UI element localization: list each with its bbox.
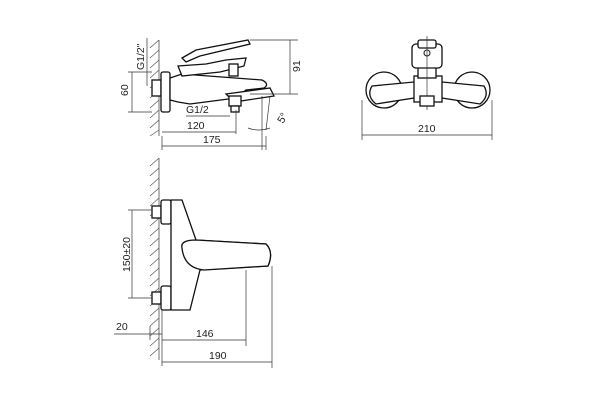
front-spout-outlet	[419, 95, 435, 107]
dim-wall-20-label: 20	[116, 321, 128, 333]
top-view: 150±20 20 146 190	[114, 157, 273, 368]
dim-depth-146-label: 146	[196, 328, 214, 340]
cartridge-cap	[177, 57, 247, 77]
dim-height-91-label: 91	[291, 60, 303, 72]
outlet-nut	[230, 105, 240, 113]
side-view: G1/2" 60 G1/2 120 5° 175 91	[119, 38, 303, 150]
diverter-knob	[228, 63, 239, 77]
outlet-fitting	[228, 95, 242, 107]
top-connector-lower	[151, 291, 162, 305]
wall-hatch-top	[149, 157, 160, 360]
dim-depth-120-label: 120	[187, 120, 205, 132]
front-view: 210	[361, 36, 493, 140]
top-lever	[181, 239, 272, 271]
top-escutcheon-upper	[160, 199, 172, 225]
dim-thread-inlet-label: G1/2"	[135, 43, 147, 70]
dim-height-60-label: 60	[119, 84, 131, 96]
faucet-body	[169, 73, 268, 105]
handle-lever	[180, 39, 251, 63]
dim-angle-label: 5°	[275, 111, 290, 126]
dim-width-210-label: 210	[418, 123, 436, 135]
dim-depth-175-label: 175	[203, 134, 221, 146]
top-escutcheon-lower	[160, 285, 172, 311]
inlet-connector	[151, 79, 162, 97]
top-connector-upper	[151, 205, 162, 219]
dim-thread-outlet-label: G1/2	[186, 104, 209, 116]
escutcheon	[160, 71, 171, 113]
dim-depth-190-label: 190	[209, 350, 227, 362]
dim-spacing-label: 150±20	[121, 237, 133, 272]
